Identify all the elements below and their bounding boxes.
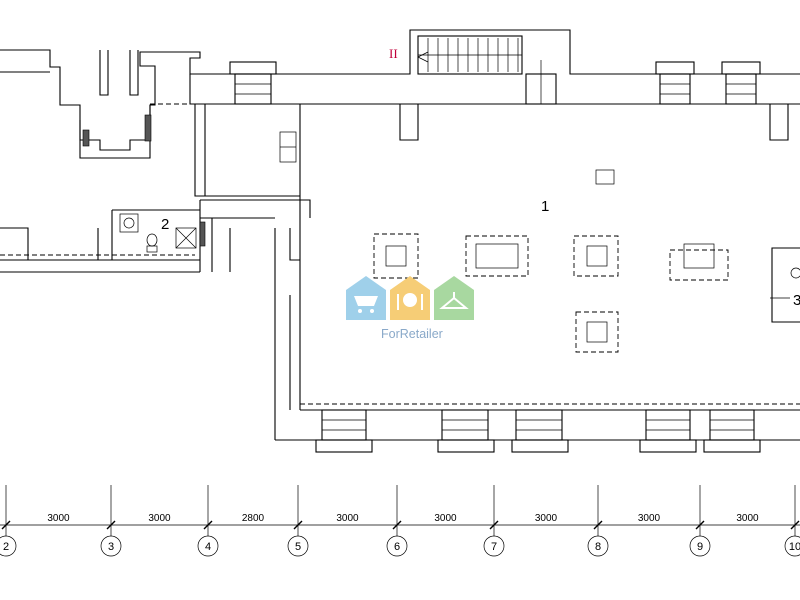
stair-mark-label: II xyxy=(389,46,398,61)
room-3-label: 3 xyxy=(793,292,800,309)
axis-tick-8 xyxy=(593,520,603,530)
axis-tick-2 xyxy=(1,520,11,530)
dimension-label: 3000 xyxy=(148,513,171,524)
axis-bubble-8 xyxy=(587,535,609,557)
room-1-label: 1 xyxy=(541,198,549,215)
room-3-fixtures xyxy=(770,247,800,323)
outer-walls xyxy=(0,29,800,441)
dimension-label: 3000 xyxy=(638,513,661,524)
watermark-text: ForRetailer xyxy=(381,327,443,341)
dimension-label: 3000 xyxy=(336,513,359,524)
axis-tick-7 xyxy=(489,520,499,530)
windows-bottom xyxy=(315,409,761,453)
axis-bubble-2 xyxy=(0,535,17,557)
dimension-label: 3000 xyxy=(434,513,457,524)
axis-tick-6 xyxy=(392,520,402,530)
axis-tick-3 xyxy=(106,520,116,530)
dashed-partitions xyxy=(0,103,800,405)
axis-bubble-7 xyxy=(483,535,505,557)
axis-label-9: 9 xyxy=(697,541,703,553)
watermark-logo: ForRetailer xyxy=(346,276,474,341)
axis-tick-4 xyxy=(203,520,213,530)
axis-bubble-9 xyxy=(689,535,711,557)
axis-bubble-3 xyxy=(100,535,122,557)
hanger-icon xyxy=(434,276,474,320)
axis-label-6: 6 xyxy=(394,541,400,553)
staircase xyxy=(417,35,557,105)
axis-tick-10 xyxy=(790,520,800,530)
dimension-label: 3000 xyxy=(47,513,70,524)
axis-label-4: 4 xyxy=(205,541,211,553)
room-2-label: 2 xyxy=(161,216,169,233)
axis-tick-9 xyxy=(695,520,705,530)
food-icon xyxy=(390,276,430,320)
axis-bubble-6 xyxy=(386,535,408,557)
axis-label-10: 10 xyxy=(789,541,800,553)
bathroom-fixtures xyxy=(119,213,197,253)
dimension-label: 3000 xyxy=(535,513,558,524)
axis-label-2: 2 xyxy=(3,541,9,553)
dimension-label: 3000 xyxy=(736,513,759,524)
windows-top xyxy=(229,61,761,105)
axis-grid: 2 3 4 5 6 7 8 9 10 3000 3000 2800 3000 3000 3000 3000 30… xyxy=(0,485,800,557)
cart-icon xyxy=(346,276,386,320)
axis-bubble-4 xyxy=(197,535,219,557)
dimension-label: 2800 xyxy=(242,513,265,524)
axis-label-5: 5 xyxy=(295,541,301,553)
axis-label-8: 8 xyxy=(595,541,601,553)
axis-tick-5 xyxy=(293,520,303,530)
axis-label-3: 3 xyxy=(108,541,114,553)
hatched-walls xyxy=(82,114,206,247)
axis-label-7: 7 xyxy=(491,541,497,553)
axis-bubble-5 xyxy=(287,535,309,557)
axis-bubble-10 xyxy=(784,535,800,557)
columns xyxy=(279,131,729,353)
